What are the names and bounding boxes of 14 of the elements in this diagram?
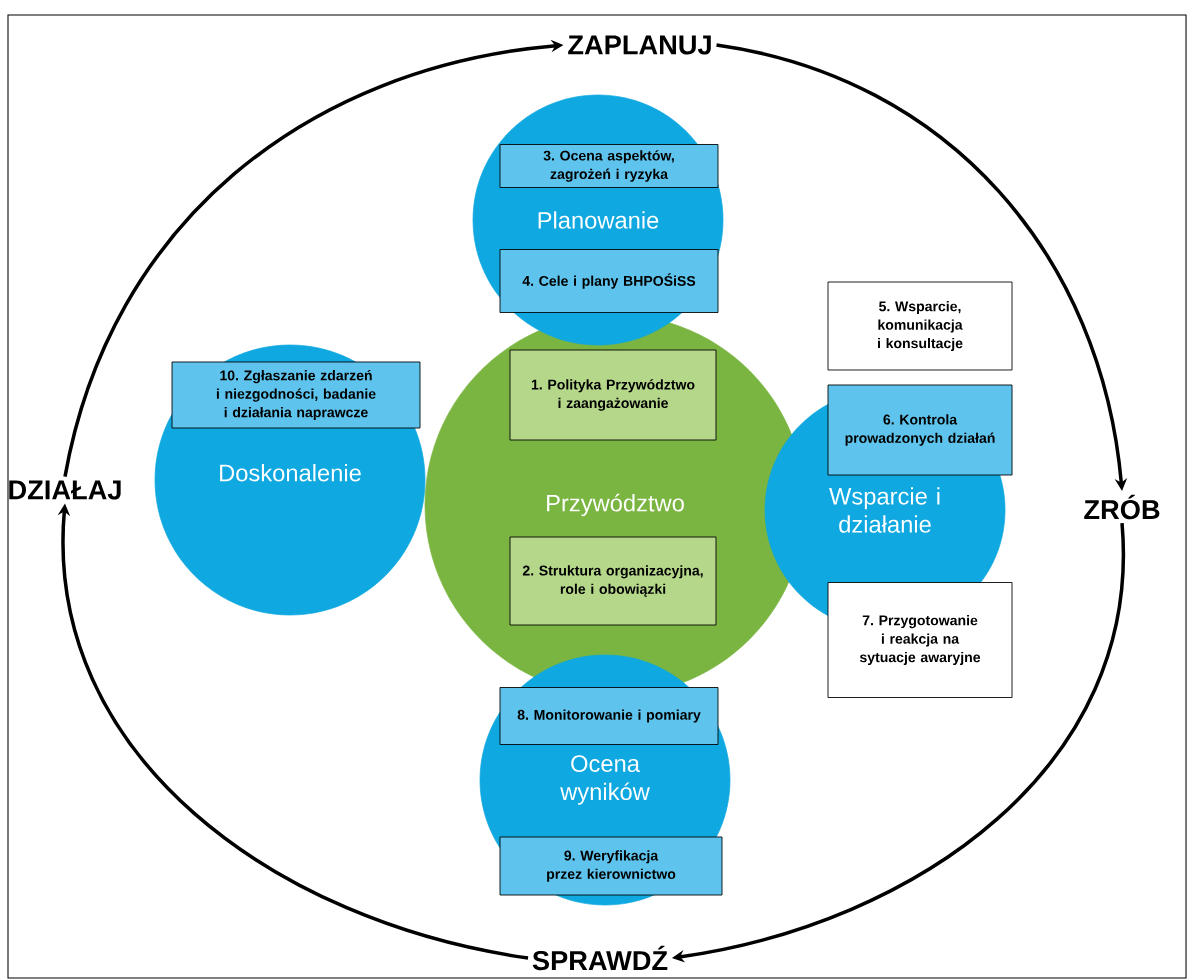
label-box: 2. Struktura organizacyjna, role i obowiązki	[509, 536, 717, 626]
stage-label: ZRÓB	[1084, 494, 1160, 520]
stage-label: SPRAWDŹ	[532, 945, 668, 971]
label-box: 7. Przygotowanie i reakcja na sytuacje awaryjne	[827, 582, 1013, 698]
label-box: 3. Ocena aspektów, zagrożeń i ryzyka	[499, 144, 719, 188]
label-box: 5. Wsparcie, komunikacja i konsultacje	[827, 281, 1013, 371]
label-box: 10. Zgłaszanie zdarzeń i niezgodności, badanie i działania naprawcze	[171, 361, 421, 429]
label-box: 9. Weryfikacja przez kierownictwo	[499, 836, 723, 896]
label-box: 1. Polityka Przywództwo i zaangażowanie	[509, 349, 717, 441]
label-box: 6. Kontrola prowadzonych działań	[827, 384, 1013, 476]
label-box: 4. Cele i plany BHPOŚiSS	[499, 249, 719, 313]
stage-label: DZIAŁAJ	[9, 480, 121, 500]
stage-label: ZAPLANUJ	[568, 35, 711, 55]
label-box: 8. Monitorowanie i pomiary	[499, 687, 719, 745]
